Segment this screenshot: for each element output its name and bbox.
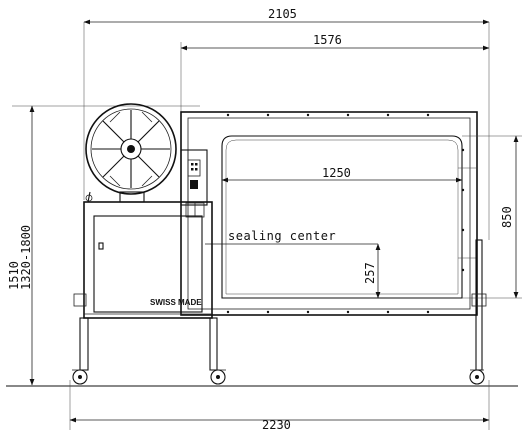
dimension-2230-label: 2230 <box>262 418 291 432</box>
base-cabinet: SWISS MADE <box>83 201 213 319</box>
dimension-1510: 1510 1320-1800 <box>7 105 200 386</box>
strapping-tunnel: 850 1250 <box>221 135 522 299</box>
strap-reel <box>85 103 177 203</box>
sealing-center-label: sealing center <box>228 229 336 243</box>
left-leg <box>72 293 89 385</box>
middle-leg <box>209 317 226 385</box>
dimension-1576-label: 1576 <box>313 33 342 47</box>
dimension-1576: 1576 <box>180 33 490 112</box>
dimension-2230: 2230 <box>69 380 490 432</box>
dimension-1510-label: 1510 <box>7 261 21 290</box>
swiss-made-plate: SWISS MADE <box>150 298 202 307</box>
dimension-2105: 2105 <box>83 7 490 240</box>
right-leg <box>469 239 487 385</box>
dimension-1250-label: 1250 <box>322 166 351 180</box>
dimension-257-label: 257 <box>363 262 377 284</box>
dimension-height-range-label: 1320-1800 <box>19 225 33 290</box>
dimension-850-label: 850 <box>500 206 514 228</box>
conveyor-table <box>180 111 478 316</box>
control-column <box>180 149 208 206</box>
sealing-center: sealing center 257 <box>205 229 381 299</box>
dimension-2105-label: 2105 <box>268 7 297 21</box>
